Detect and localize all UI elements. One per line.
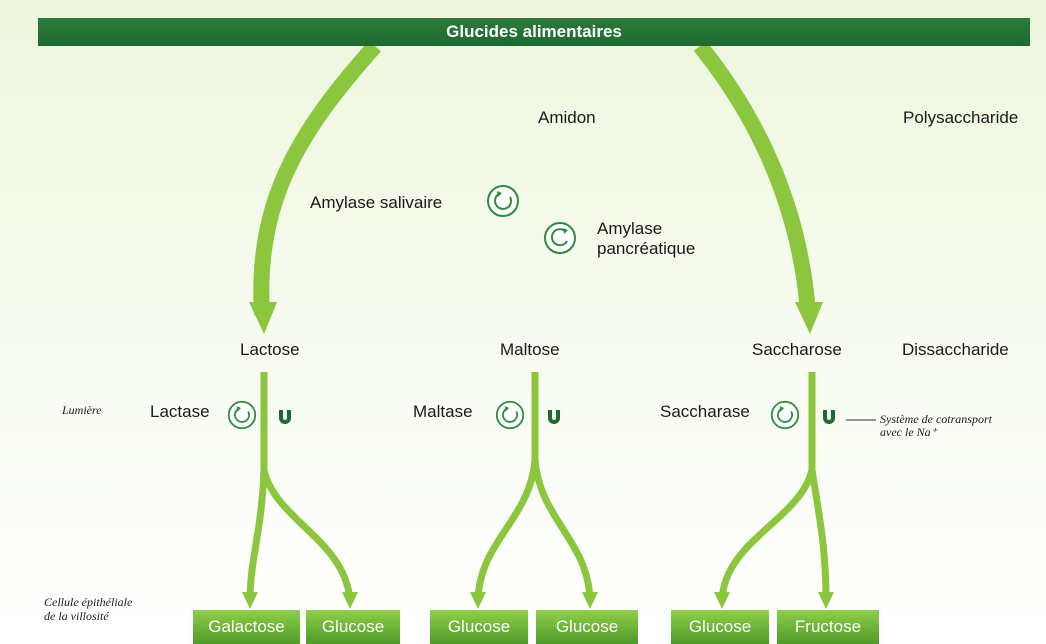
substrate-maltose: Maltose xyxy=(500,340,560,359)
substrate-lactose: Lactose xyxy=(240,340,300,359)
arrowhead-saccharose xyxy=(795,302,823,334)
level-dissaccharide: Dissaccharide xyxy=(902,340,1009,359)
arrow-saccharose-to-glucose xyxy=(718,469,816,601)
enzyme-lactase: Lactase xyxy=(150,402,210,421)
enzyme-maltase: Maltase xyxy=(413,402,473,421)
arrow-lactose-to-glucose xyxy=(260,469,354,601)
enzyme-saccharase: Saccharase xyxy=(660,402,750,421)
arrowhead-lactose xyxy=(249,302,277,334)
substrate-amidon: Amidon xyxy=(538,108,596,127)
note-cotransport-line2: avec le Na⁺ xyxy=(880,425,937,439)
arrowhead-galactose xyxy=(242,592,258,609)
enzyme-amylase-pancreatique-line2: pancréatique xyxy=(597,239,696,258)
arrowhead-glucose-4 xyxy=(714,592,730,609)
arrow-maltose-to-glucose-left xyxy=(474,459,539,601)
substrate-saccharose: Saccharose xyxy=(752,340,842,359)
note-lumiere: Lumière xyxy=(62,403,102,417)
enzyme-cycle-icon xyxy=(227,400,257,430)
product-glucose: Glucose xyxy=(671,610,769,644)
cotransporter-icon xyxy=(279,410,291,424)
arrowhead-fructose xyxy=(818,592,834,609)
cotransporter-icon xyxy=(823,410,835,424)
enzyme-amylase-salivaire: Amylase salivaire xyxy=(310,193,443,212)
enzyme-cycle-icon xyxy=(495,400,525,430)
note-cellule-line2: de la villosité xyxy=(44,609,109,623)
product-glucose: Glucose xyxy=(536,610,638,644)
product-galactose: Galactose xyxy=(193,610,300,644)
arrow-maltose-to-glucose-right xyxy=(531,459,594,601)
enzyme-cycle-icon xyxy=(487,185,519,217)
note-cotransport-line1: Système de cotransport xyxy=(880,412,992,426)
arrowhead-glucose-3 xyxy=(582,592,598,609)
arrow-header-to-saccharose xyxy=(693,40,816,313)
product-fructose: Fructose xyxy=(777,610,879,644)
header-title: Glucides alimentaires xyxy=(38,18,1030,46)
arrow-header-to-lactose xyxy=(253,40,381,316)
enzyme-cycle-icon xyxy=(544,222,576,254)
product-glucose: Glucose xyxy=(306,610,400,644)
arrowhead-glucose-2 xyxy=(470,592,486,609)
level-polysaccharide: Polysaccharide xyxy=(903,108,1019,127)
product-glucose: Glucose xyxy=(430,610,528,644)
note-cellule-line1: Cellule épithéliale xyxy=(44,595,133,609)
cotransporter-icon xyxy=(548,410,560,424)
enzyme-amylase-pancreatique-line1: Amylase xyxy=(597,219,663,238)
arrowhead-glucose-1 xyxy=(342,592,358,609)
enzyme-cycle-icon xyxy=(770,400,800,430)
arrow-saccharose-to-fructose xyxy=(808,469,830,601)
